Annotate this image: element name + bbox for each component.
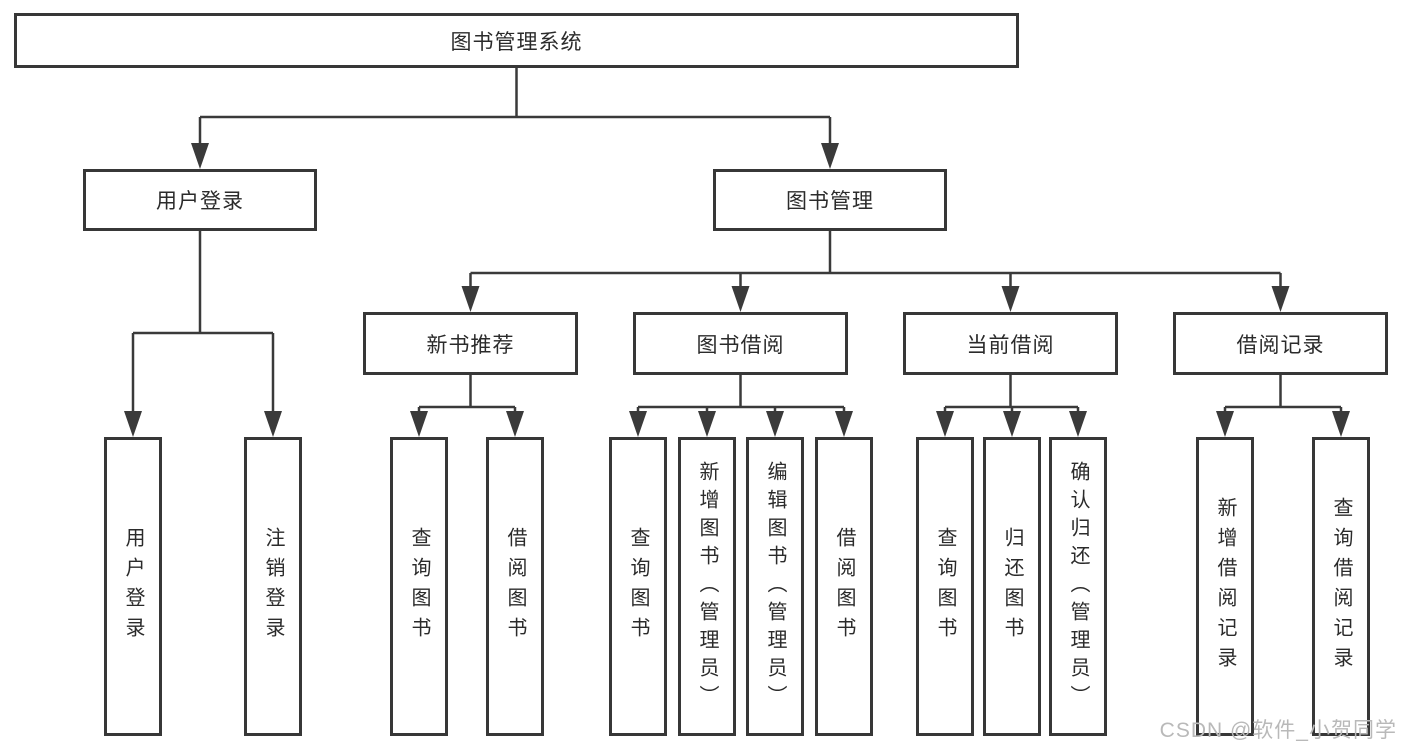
leaf-user-login: 用户登录 <box>104 437 162 736</box>
connector-user-login <box>131 231 275 418</box>
connector-book-borrow <box>636 375 846 418</box>
node-borrow-records: 借阅记录 <box>1173 312 1388 375</box>
connector-book-management <box>469 231 1282 293</box>
leaf-add-book-admin: 新增图书（管理员） <box>678 437 736 736</box>
node-user-login: 用户登录 <box>83 169 317 231</box>
leaf-borrow-books-recommend: 借阅图书 <box>486 437 544 736</box>
leaf-borrow-books: 借阅图书 <box>815 437 873 736</box>
leaf-query-books-recommend: 查询图书 <box>390 437 448 736</box>
leaf-query-books-borrow: 查询图书 <box>609 437 667 736</box>
connector-new-book <box>417 375 517 418</box>
leaf-query-books-current: 查询图书 <box>916 437 974 736</box>
leaf-return-book: 归还图书 <box>983 437 1041 736</box>
leaf-confirm-return-admin: 确认归还（管理员） <box>1049 437 1107 736</box>
node-book-management: 图书管理 <box>713 169 947 231</box>
leaf-add-borrow-record: 新增借阅记录 <box>1196 437 1254 736</box>
node-new-book-recommend: 新书推荐 <box>363 312 578 375</box>
csdn-watermark: CSDN @软件_小贺同学 <box>1159 719 1397 742</box>
connector-root <box>198 68 832 150</box>
leaf-query-borrow-record: 查询借阅记录 <box>1312 437 1370 736</box>
leaf-edit-book-admin: 编辑图书（管理员） <box>746 437 804 736</box>
node-book-borrow: 图书借阅 <box>633 312 848 375</box>
node-current-borrow: 当前借阅 <box>903 312 1118 375</box>
leaf-logout: 注销登录 <box>244 437 302 736</box>
node-library-system: 图书管理系统 <box>14 13 1019 68</box>
arrowheads <box>124 143 1350 437</box>
connector-borrow-records <box>1223 375 1343 418</box>
